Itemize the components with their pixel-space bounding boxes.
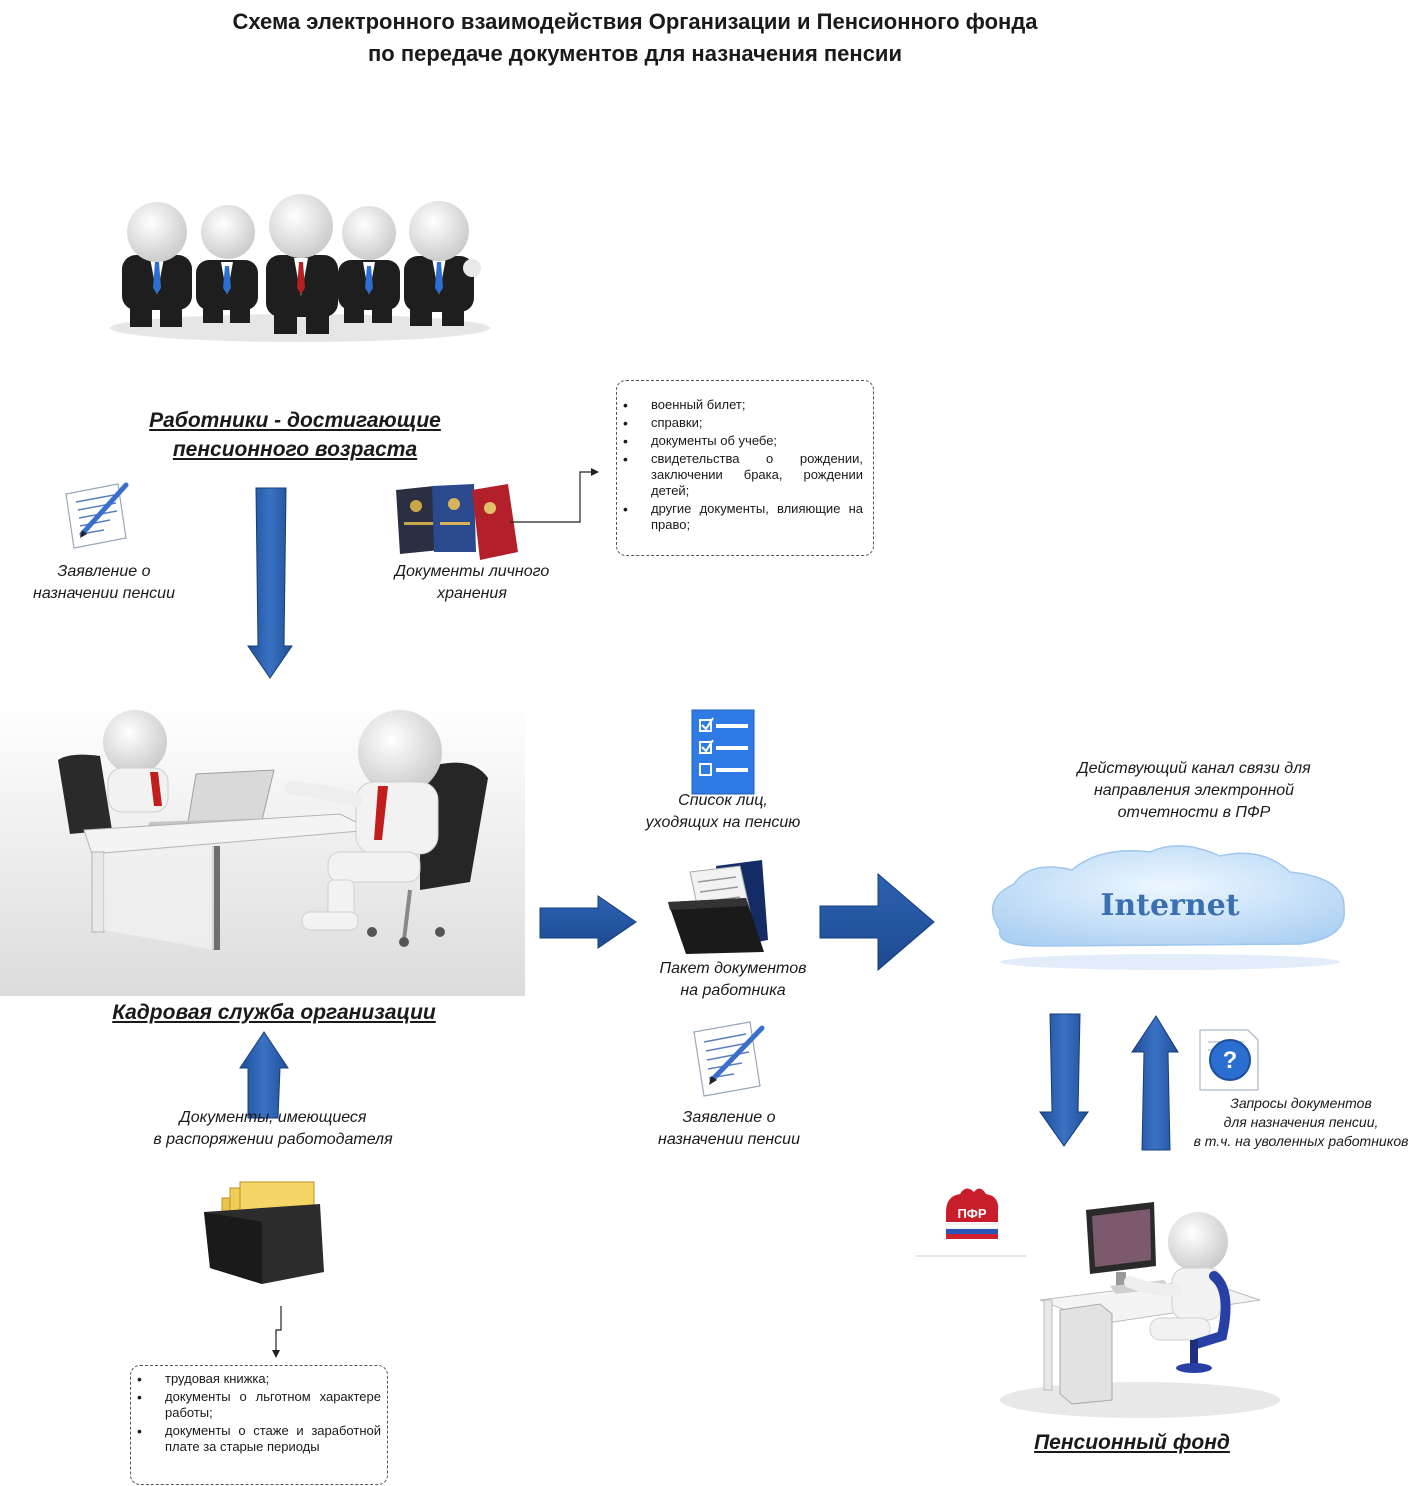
personal-docs-caption-line-1: Документы личного bbox=[394, 563, 550, 580]
channel-caption: Действующий канал связи для направления … bbox=[1040, 758, 1348, 824]
application-middle-icon bbox=[693, 1021, 765, 1097]
card-file-box-icon bbox=[204, 1181, 324, 1284]
title-line-1: Схема электронного взаимодействия Органи… bbox=[232, 9, 1038, 34]
employer-docs-caption-line-1: Документы, имеющиеся bbox=[179, 1109, 367, 1126]
application-left-caption-line-2: назначении пенсии bbox=[33, 585, 175, 602]
personal-docs-item: справки; bbox=[623, 415, 863, 431]
employees-heading-line-1: Работники - достигающие bbox=[149, 409, 441, 432]
internet-cloud bbox=[991, 845, 1345, 970]
personal-docs-item: другие документы, влияющие на право; bbox=[623, 501, 863, 533]
document-folder-icon bbox=[668, 860, 768, 954]
application-middle-caption: Заявление о назначении пенсии bbox=[628, 1107, 830, 1151]
application-left-caption: Заявление о назначении пенсии bbox=[4, 561, 204, 605]
employees-group-illustration bbox=[110, 194, 490, 342]
pfr-logo-icon: ПФР bbox=[916, 1188, 1026, 1257]
employee-figure-1 bbox=[122, 202, 192, 327]
request-document-icon: ? bbox=[1199, 1029, 1259, 1091]
personal-docs-list-box: военный билет; справки; документы об уче… bbox=[616, 380, 874, 556]
arrow-down-internet-to-pfr bbox=[1039, 1013, 1089, 1147]
arrow-up-pfr-to-internet bbox=[1131, 1015, 1179, 1151]
application-left-icon bbox=[65, 482, 129, 549]
arrow-up-employer-docs-to-hr bbox=[239, 1031, 289, 1119]
employer-docs-item: трудовая книжка; bbox=[137, 1371, 381, 1387]
requests-caption-line-2: для назначения пенсии, bbox=[1223, 1114, 1379, 1130]
retirees-list-caption-line-1: Список лиц, bbox=[678, 792, 768, 809]
employee-figure-2 bbox=[196, 205, 258, 323]
employer-docs-item: документы о льготном характере работы; bbox=[137, 1389, 381, 1421]
personal-documents-icon bbox=[396, 484, 518, 560]
personal-docs-list: военный билет; справки; документы об уче… bbox=[617, 397, 863, 533]
svg-text:?: ? bbox=[1223, 1047, 1238, 1074]
internet-label: Internet bbox=[1100, 888, 1240, 923]
pension-fund-workstation-illustration bbox=[1000, 1202, 1280, 1418]
requests-caption-line-1: Запросы документов bbox=[1230, 1095, 1372, 1111]
employer-docs-caption-line-2: в распоряжении работодателя bbox=[153, 1131, 393, 1148]
requests-caption: Запросы документов для назначения пенсии… bbox=[1176, 1094, 1426, 1151]
personal-docs-item: военный билет; bbox=[623, 397, 863, 413]
package-caption: Пакет документов на работника bbox=[620, 958, 846, 1002]
hr-heading: Кадровая служба организации bbox=[112, 1001, 436, 1024]
hr-office-illustration bbox=[0, 700, 525, 996]
diagram-title: Схема электронного взаимодействия Органи… bbox=[0, 6, 1270, 70]
arrow-right-hr-to-package bbox=[539, 895, 637, 949]
pfr-logo-text: ПФР bbox=[957, 1206, 986, 1221]
checklist-icon bbox=[691, 709, 755, 795]
application-middle-caption-line-1: Заявление о bbox=[682, 1109, 776, 1126]
employer-docs-caption: Документы, имеющиеся в распоряжении рабо… bbox=[120, 1107, 426, 1151]
employees-heading-line-2: пенсионного возраста bbox=[172, 438, 418, 461]
employee-figure-5 bbox=[404, 201, 481, 326]
pension-fund-heading: Пенсионный фонд bbox=[1034, 1431, 1230, 1454]
personal-docs-caption: Документы личного хранения bbox=[362, 561, 582, 605]
employee-figure-4 bbox=[338, 206, 400, 323]
personal-docs-item: свидетельства о рождении, заключении бра… bbox=[623, 451, 863, 499]
employer-docs-list: трудовая книжка; документы о льготном ха… bbox=[131, 1371, 381, 1455]
employee-figure-3 bbox=[266, 194, 338, 334]
employees-heading: Работники - достигающие пенсионного возр… bbox=[110, 406, 480, 464]
personal-docs-connector bbox=[510, 471, 595, 523]
employer-docs-item: документы о стаже и заработной плате за … bbox=[137, 1423, 381, 1455]
application-middle-caption-line-2: назначении пенсии bbox=[658, 1131, 800, 1148]
arrow-down-employees-to-hr bbox=[247, 487, 293, 679]
application-left-caption-line-1: Заявление о bbox=[57, 563, 151, 580]
personal-docs-item: документы об учебе; bbox=[623, 433, 863, 449]
requests-caption-line-3: в т.ч. на уволенных работников bbox=[1193, 1133, 1409, 1149]
channel-caption-line-1: Действующий канал связи для bbox=[1077, 760, 1311, 777]
retirees-list-caption-line-2: уходящих на пенсию bbox=[645, 814, 801, 831]
title-line-2: по передаче документов для назначения пе… bbox=[368, 41, 902, 66]
employer-docs-connector bbox=[275, 1306, 282, 1352]
channel-caption-line-3: отчетности в ПФР bbox=[1117, 804, 1271, 821]
package-caption-line-2: на работника bbox=[680, 982, 786, 999]
retirees-list-caption: Список лиц, уходящих на пенсию bbox=[612, 790, 834, 834]
personal-docs-caption-line-2: хранения bbox=[437, 585, 507, 602]
channel-caption-line-2: направления электронной bbox=[1093, 782, 1295, 799]
arrow-right-package-to-internet bbox=[819, 872, 935, 972]
employer-docs-list-box: трудовая книжка; документы о льготном ха… bbox=[130, 1365, 388, 1485]
package-caption-line-1: Пакет документов bbox=[659, 960, 807, 977]
